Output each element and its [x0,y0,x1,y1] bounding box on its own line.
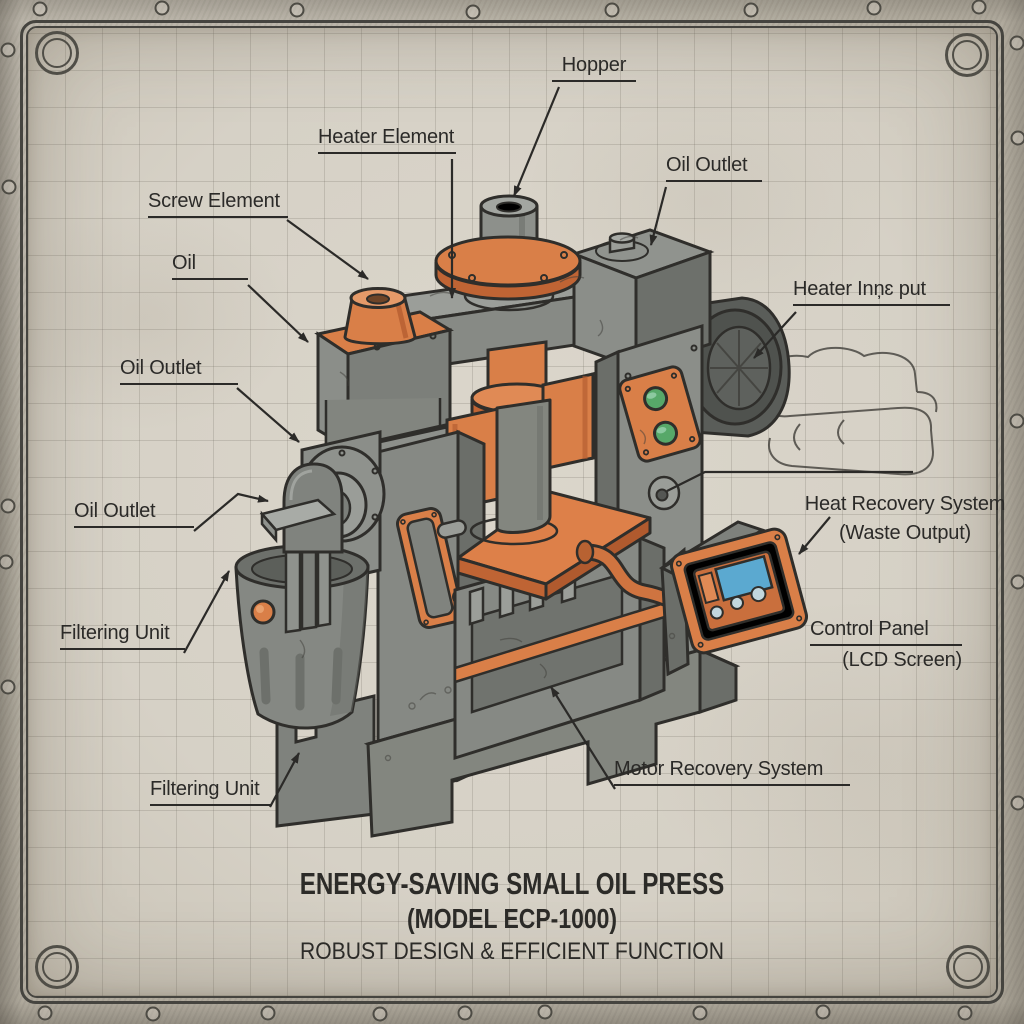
rivet [815,1004,831,1020]
title-line2: (MODEL ECP-1000) [406,903,618,934]
label-heater-element: Heater Element [318,126,456,154]
rivet [32,1,48,17]
corner-bolt-bottom-right [946,945,990,989]
rivet [971,0,987,15]
rivet [604,2,620,18]
label-motor-recovery: Motor Recovery System [614,758,850,786]
rivet [1009,413,1024,429]
title-block: ENERGY-SAVING SMALL OIL PRESS (MODEL ECP… [0,866,1024,968]
label-oil-outlet-lower-left: Oil Outlet [74,500,194,528]
motor [686,296,791,438]
rivet [372,1006,388,1022]
title-line1: ENERGY-SAVING SMALL OIL PRESS [299,866,725,901]
label-control-panel: Control Panel (LCD Screen) [810,618,962,672]
rivet [289,2,305,18]
label-heat-recovery-system: Heat Recovery System (Waste Output) [800,490,1010,548]
rivet [692,1005,708,1021]
filtering-unit-bucket [234,544,370,730]
rivet [743,2,759,18]
rivet [0,42,16,58]
corner-bolt-top-right [945,33,989,77]
label-control-panel-line1: Control Panel [810,618,962,646]
leader-lines [183,86,913,808]
title-line3: ROBUST DESIGN & EFFICIENT FUNCTION [299,938,724,965]
sketch-marks [299,235,676,762]
label-heat-recovery-line2: (Waste Output) [838,522,972,544]
rivet [0,554,14,570]
rivet [37,1005,53,1021]
label-screw-element: Screw Element [148,190,288,218]
rivet [1010,574,1024,590]
hopper-assembly [434,194,582,312]
press-body [453,535,702,761]
rivet [465,4,481,20]
corner-bolt-bottom-left [35,945,79,989]
oil-cap-block [314,287,454,454]
rivet [1,179,17,195]
label-oil-outlet-top-right: Oil Outlet [666,154,762,182]
label-heat-recovery-line1: Heat Recovery System [804,493,1006,515]
label-oil-outlet-upper-left: Oil Outlet [120,357,238,385]
oil-outlet-spout [259,462,344,634]
rivet [260,1005,276,1021]
label-hopper: Hopper [552,54,636,82]
oil-outlet-top-block [569,228,715,371]
rivet [0,679,16,695]
control-panel [575,520,808,677]
rivet [457,1005,473,1021]
rivet [154,0,170,16]
rivet [1010,795,1024,811]
rivet [957,1005,973,1021]
rivet [1009,35,1024,51]
label-oil: Oil [172,252,248,280]
label-filtering-unit-left: Filtering Unit [60,622,185,650]
rivet [1010,130,1024,146]
rivet [145,1006,161,1022]
label-control-panel-line2: (LCD Screen) [842,649,962,671]
label-filtering-unit-bottom: Filtering Unit [150,778,272,806]
corner-bolt-top-left [35,31,79,75]
label-heater-input: Heater Inņɛ put [793,278,950,306]
rivet [0,498,16,514]
rivet [537,1004,553,1020]
rivet [866,0,882,16]
